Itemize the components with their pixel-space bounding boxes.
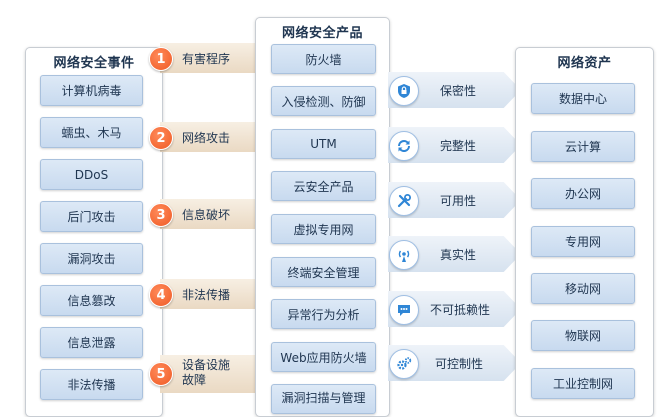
gears-icon	[389, 349, 419, 379]
shield-icon	[389, 76, 419, 106]
chat-icon	[389, 295, 419, 325]
event-item: 后门攻击	[40, 201, 143, 232]
property-label: 保密性	[440, 84, 477, 98]
event-item: 漏洞攻击	[40, 243, 143, 274]
step-label: 网络攻击	[182, 131, 231, 145]
asset-item: 云计算	[531, 131, 635, 162]
product-item: Web应用防火墙	[271, 342, 376, 372]
product-item: 虚拟专用网	[271, 214, 376, 244]
asset-item: 工业控制网	[531, 368, 635, 399]
step-badge: 1	[149, 47, 173, 71]
asset-item: 移动网	[531, 273, 635, 304]
events-title: 网络安全事件	[53, 56, 135, 71]
broadcast-icon	[389, 240, 419, 270]
step-arrow	[160, 122, 272, 152]
property-label: 完整性	[440, 139, 477, 153]
asset-item: 物联网	[531, 320, 635, 351]
asset-item: 专用网	[531, 226, 635, 257]
step-label: 信息破坏	[182, 208, 231, 222]
refresh-icon	[389, 131, 419, 161]
step-arrow	[160, 199, 272, 229]
asset-item: 办公网	[531, 178, 635, 209]
step-label: 有害程序	[182, 52, 231, 66]
step-badge: 3	[149, 203, 173, 227]
product-item: 终端安全管理	[271, 257, 376, 287]
step-arrow	[160, 279, 272, 309]
product-item: 异常行为分析	[271, 299, 376, 329]
step-arrow	[160, 43, 272, 73]
property-label: 不可抵赖性	[430, 303, 491, 317]
step-arrow	[160, 355, 272, 393]
products-title: 网络安全产品	[281, 26, 363, 41]
asset-item: 数据中心	[531, 83, 635, 114]
product-item: 防火墙	[271, 44, 376, 74]
event-item: 蠕虫、木马	[40, 117, 143, 148]
event-item: 信息泄露	[40, 327, 143, 358]
step-label: 设备设施 故障	[182, 358, 231, 387]
event-item: 信息篡改	[40, 285, 143, 316]
property-label: 可用性	[440, 194, 477, 208]
step-badge: 5	[149, 362, 173, 386]
step-label: 非法传播	[182, 288, 231, 302]
property-label: 真实性	[440, 248, 477, 262]
product-item: 漏洞扫描与管理	[271, 384, 376, 414]
event-item: 非法传播	[40, 369, 143, 400]
event-item: DDoS	[40, 159, 143, 190]
step-badge: 4	[149, 283, 173, 307]
property-label: 可控制性	[435, 357, 484, 371]
product-item: 云安全产品	[271, 171, 376, 201]
product-item: UTM	[271, 129, 376, 159]
product-item: 入侵检测、防御	[271, 86, 376, 116]
assets-title: 网络资产	[557, 56, 612, 71]
step-badge: 2	[149, 126, 173, 150]
tools-icon	[389, 186, 419, 216]
event-item: 计算机病毒	[40, 75, 143, 106]
